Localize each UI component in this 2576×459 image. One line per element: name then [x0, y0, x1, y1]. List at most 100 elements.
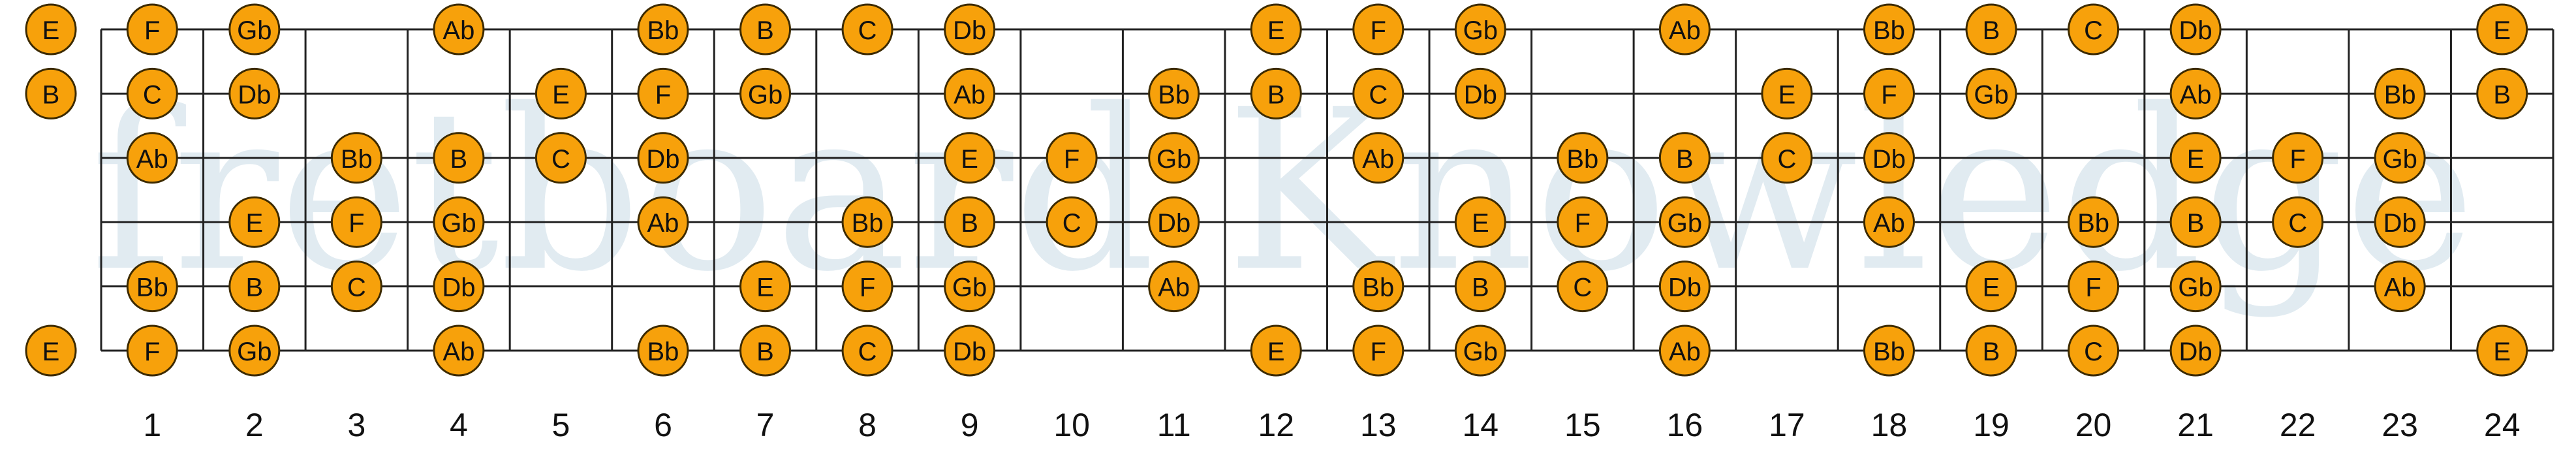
note-string-1-fret-7: B [739, 3, 792, 55]
note-circle [739, 324, 792, 377]
note-label: F [349, 209, 364, 238]
note-circle [2169, 3, 2222, 55]
note-circle [944, 132, 996, 184]
note-string-1-fret-13: F [1352, 3, 1404, 55]
note-string-4-fret-15: F [1557, 196, 1609, 248]
note-label: F [1064, 145, 1079, 174]
note-label: Gb [1668, 209, 1702, 238]
note-label: Gb [1156, 145, 1191, 174]
note-string-6-fret-4: Ab [433, 324, 485, 377]
note-label: Bb [1566, 145, 1598, 174]
note-label: Bb [1873, 338, 1905, 366]
note-string-1-fret-24: E [2476, 3, 2528, 55]
note-label: Ab [2384, 274, 2416, 302]
note-label: Ab [442, 338, 474, 366]
note-circle [330, 132, 382, 184]
fret-number-9: 9 [961, 407, 979, 443]
fret-number-17: 17 [1769, 407, 1805, 443]
note-label: C [2288, 209, 2307, 238]
note-circle [2169, 67, 2222, 119]
note-circle [1658, 132, 1711, 184]
note-string-4-fret-21: B [2169, 196, 2222, 248]
note-string-6-fret-2: Gb [228, 324, 281, 377]
fret-number-23: 23 [2382, 407, 2418, 443]
note-label: Bb [647, 338, 679, 366]
note-circle [228, 67, 281, 119]
note-string-5-fret-2: B [228, 261, 281, 313]
note-label: Bb [2384, 80, 2416, 109]
open-note-string-6: E [25, 324, 77, 377]
note-label: Db [953, 338, 986, 366]
note-string-5-fret-8: F [841, 261, 893, 313]
note-label: F [1371, 338, 1386, 366]
note-string-6-fret-9: Db [944, 324, 996, 377]
fret-number-19: 19 [1973, 407, 2010, 443]
note-string-4-fret-14: E [1454, 196, 1506, 248]
note-circle [228, 261, 281, 313]
note-label: F [655, 80, 671, 109]
note-label: F [860, 274, 875, 302]
note-string-6-fret-6: Bb [637, 324, 689, 377]
note-label: E [1778, 80, 1796, 109]
note-label: F [1881, 80, 1897, 109]
note-circle [228, 196, 281, 248]
note-string-2-fret-13: C [1352, 67, 1404, 119]
note-string-2-fret-7: Gb [739, 67, 792, 119]
note-circle [228, 324, 281, 377]
note-string-5-fret-23: Ab [2374, 261, 2426, 313]
note-string-2-fret-11: Bb [1148, 67, 1200, 119]
note-label: E [2187, 145, 2205, 174]
note-circle [433, 132, 485, 184]
fret-number-7: 7 [756, 407, 775, 443]
note-string-6-fret-18: Bb [1863, 324, 1915, 377]
note-label: Db [2383, 209, 2417, 238]
note-label: Bb [1873, 16, 1905, 45]
note-circle [535, 67, 587, 119]
note-circle [2374, 67, 2426, 119]
fret-number-24: 24 [2484, 407, 2521, 443]
note-circle [2068, 324, 2120, 377]
note-string-3-fret-5: C [535, 132, 587, 184]
note-string-4-fret-23: Db [2374, 196, 2426, 248]
fret-number-4: 4 [450, 407, 468, 443]
note-circle [1454, 196, 1506, 248]
note-string-2-fret-14: Db [1454, 67, 1506, 119]
note-label: Bb [1362, 274, 1394, 302]
note-label: Gb [748, 80, 783, 109]
fret-number-1: 1 [143, 407, 161, 443]
note-label: Gb [1463, 338, 1498, 366]
note-string-3-fret-22: F [2272, 132, 2324, 184]
note-string-6-fret-1: F [126, 324, 178, 377]
note-label: Bb [2077, 209, 2109, 238]
note-string-1-fret-9: Db [944, 3, 996, 55]
note-string-1-fret-8: C [841, 3, 893, 55]
note-label: B [1983, 338, 2000, 366]
note-string-3-fret-23: Gb [2374, 132, 2426, 184]
note-string-6-fret-12: E [1250, 324, 1302, 377]
note-label: Db [1157, 209, 1190, 238]
note-circle [1658, 196, 1711, 248]
note-string-3-fret-4: B [433, 132, 485, 184]
note-string-1-fret-18: Bb [1863, 3, 1915, 55]
note-circle [25, 3, 77, 55]
note-string-6-fret-14: Gb [1454, 324, 1506, 377]
fret-number-16: 16 [1667, 407, 1703, 443]
note-label: Ab [442, 16, 474, 45]
note-label: C [858, 338, 877, 366]
note-string-1-fret-6: Bb [637, 3, 689, 55]
note-string-3-fret-10: F [1046, 132, 1098, 184]
fret-number-18: 18 [1871, 407, 1908, 443]
note-label: Gb [2383, 145, 2417, 174]
note-circle [2476, 324, 2528, 377]
note-label: E [961, 145, 978, 174]
note-circle [126, 67, 178, 119]
note-string-1-fret-4: Ab [433, 3, 485, 55]
note-circle [1965, 324, 2017, 377]
note-label: Db [2179, 16, 2212, 45]
note-label: B [2187, 209, 2205, 238]
fret-number-15: 15 [1564, 407, 1601, 443]
note-label: F [144, 16, 160, 45]
note-string-4-fret-3: F [330, 196, 382, 248]
